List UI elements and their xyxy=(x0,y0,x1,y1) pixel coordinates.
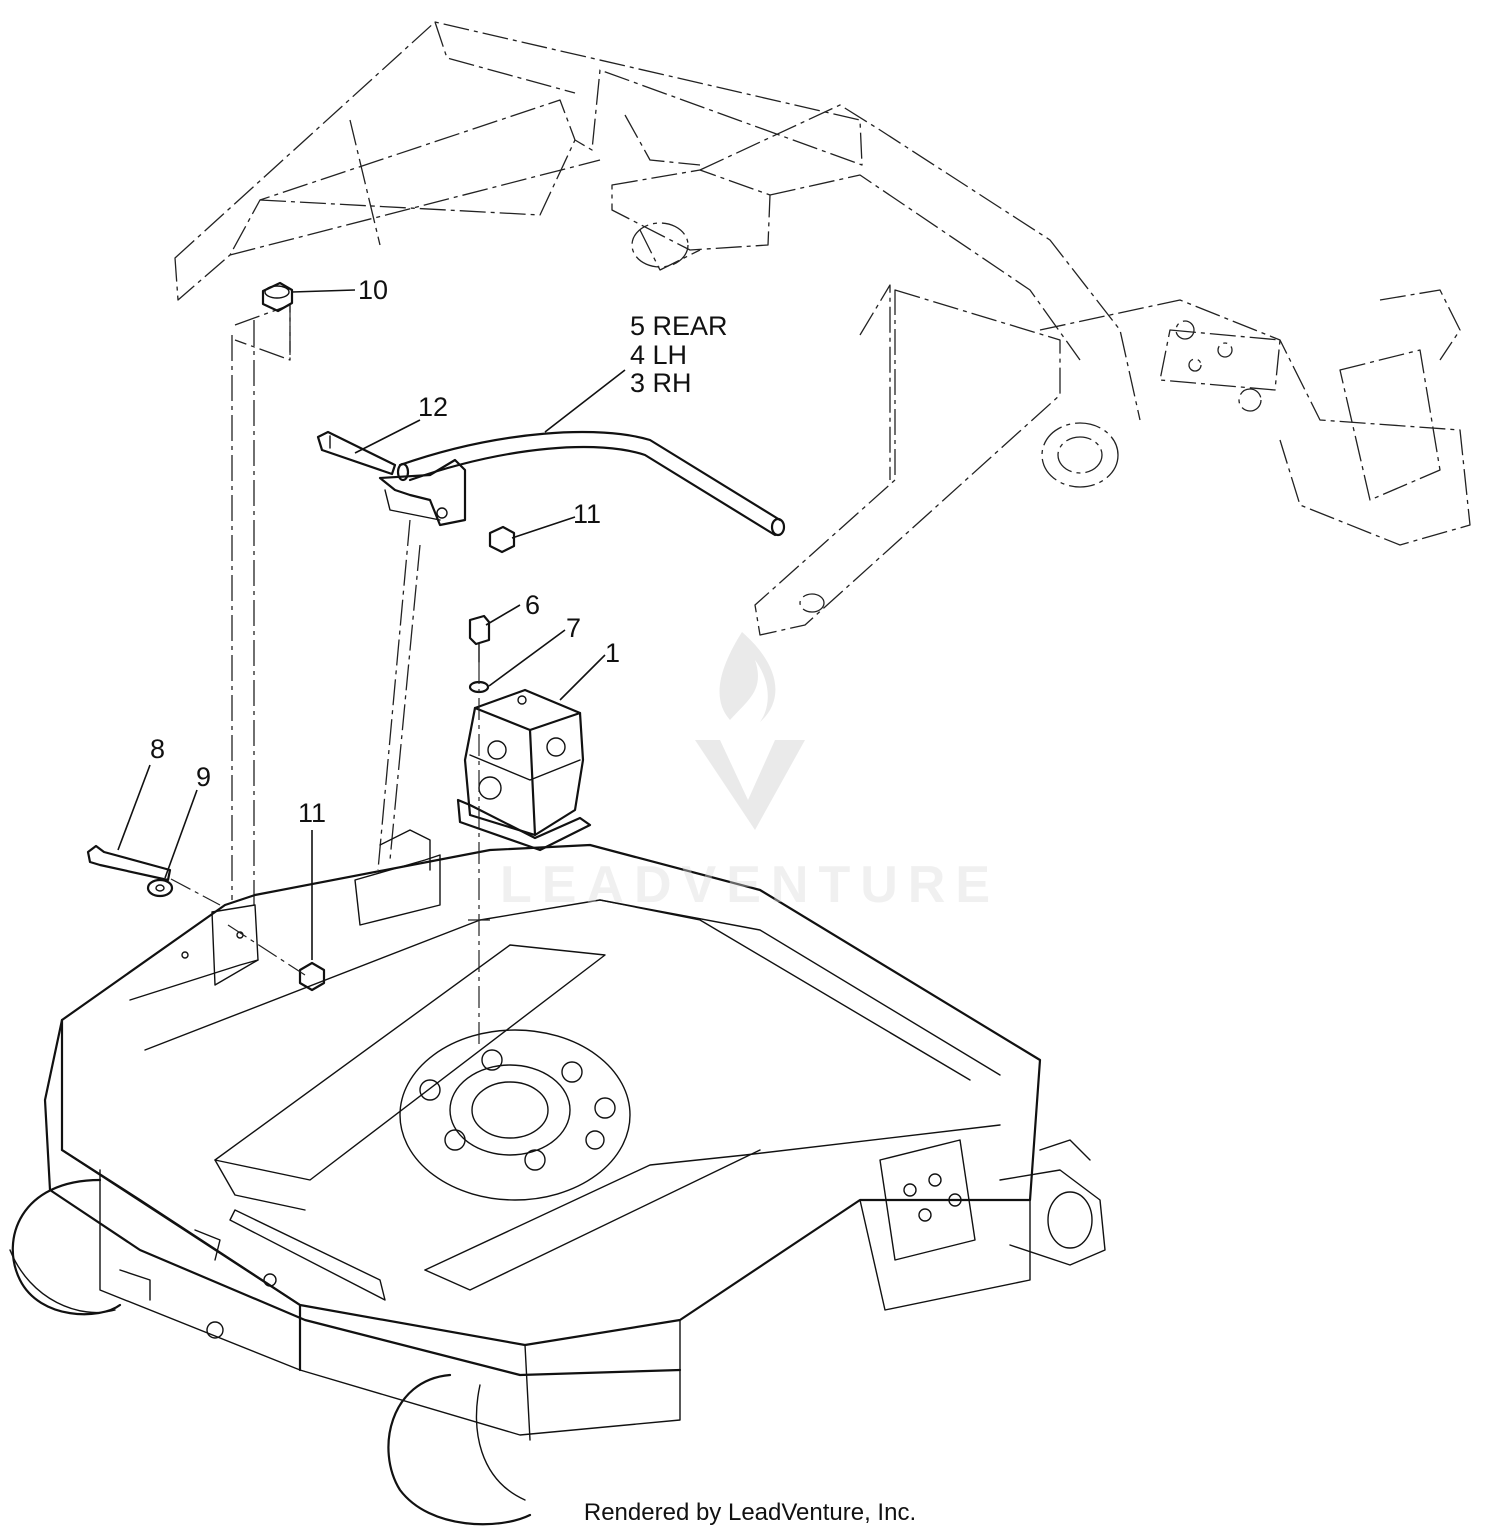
leader-10 xyxy=(291,289,356,293)
leader-1 xyxy=(559,654,606,701)
callout-labels: 10 12 5 REAR 4 LH 3 RH 11 6 7 1 8 9 11 xyxy=(150,275,728,828)
hardware-left xyxy=(86,844,326,992)
render-credit: Rendered by LeadVenture, Inc. xyxy=(584,1499,916,1526)
callout-8: 8 xyxy=(150,734,165,764)
leadventure-watermark: LEADVENTURE xyxy=(500,632,1000,914)
gearbox-part-1 xyxy=(456,614,592,852)
callout-12: 12 xyxy=(418,392,448,422)
callout-6: 6 xyxy=(525,590,540,620)
bushing-part-10 xyxy=(261,281,294,313)
phantom-frame xyxy=(174,21,1471,905)
leader-8 xyxy=(117,764,151,851)
callout-9: 9 xyxy=(196,762,211,792)
leader-6 xyxy=(485,604,521,626)
callout-3-rh: 3 RH xyxy=(630,368,692,398)
watermark-brand-text: LEADVENTURE xyxy=(500,856,1000,914)
callout-11-lower: 11 xyxy=(298,798,326,828)
leader-9 xyxy=(164,789,198,879)
v-logo-icon xyxy=(695,740,805,830)
leader-11-upper xyxy=(511,516,576,539)
leader-7 xyxy=(488,629,566,687)
callout-1: 1 xyxy=(605,638,620,668)
leader-3-4-5 xyxy=(544,369,626,433)
callout-11-upper: 11 xyxy=(573,499,601,529)
callout-4-lh: 4 LH xyxy=(630,340,687,370)
support-rod-assembly xyxy=(316,430,786,554)
callout-7: 7 xyxy=(566,613,581,643)
leader-12 xyxy=(354,419,421,454)
flame-logo-icon xyxy=(719,632,776,722)
leader-lines xyxy=(117,289,626,960)
callout-10: 10 xyxy=(358,275,388,305)
mower-deck xyxy=(9,829,1106,1526)
assembly-lines xyxy=(170,305,490,1045)
callout-5-rear: 5 REAR xyxy=(630,311,728,341)
